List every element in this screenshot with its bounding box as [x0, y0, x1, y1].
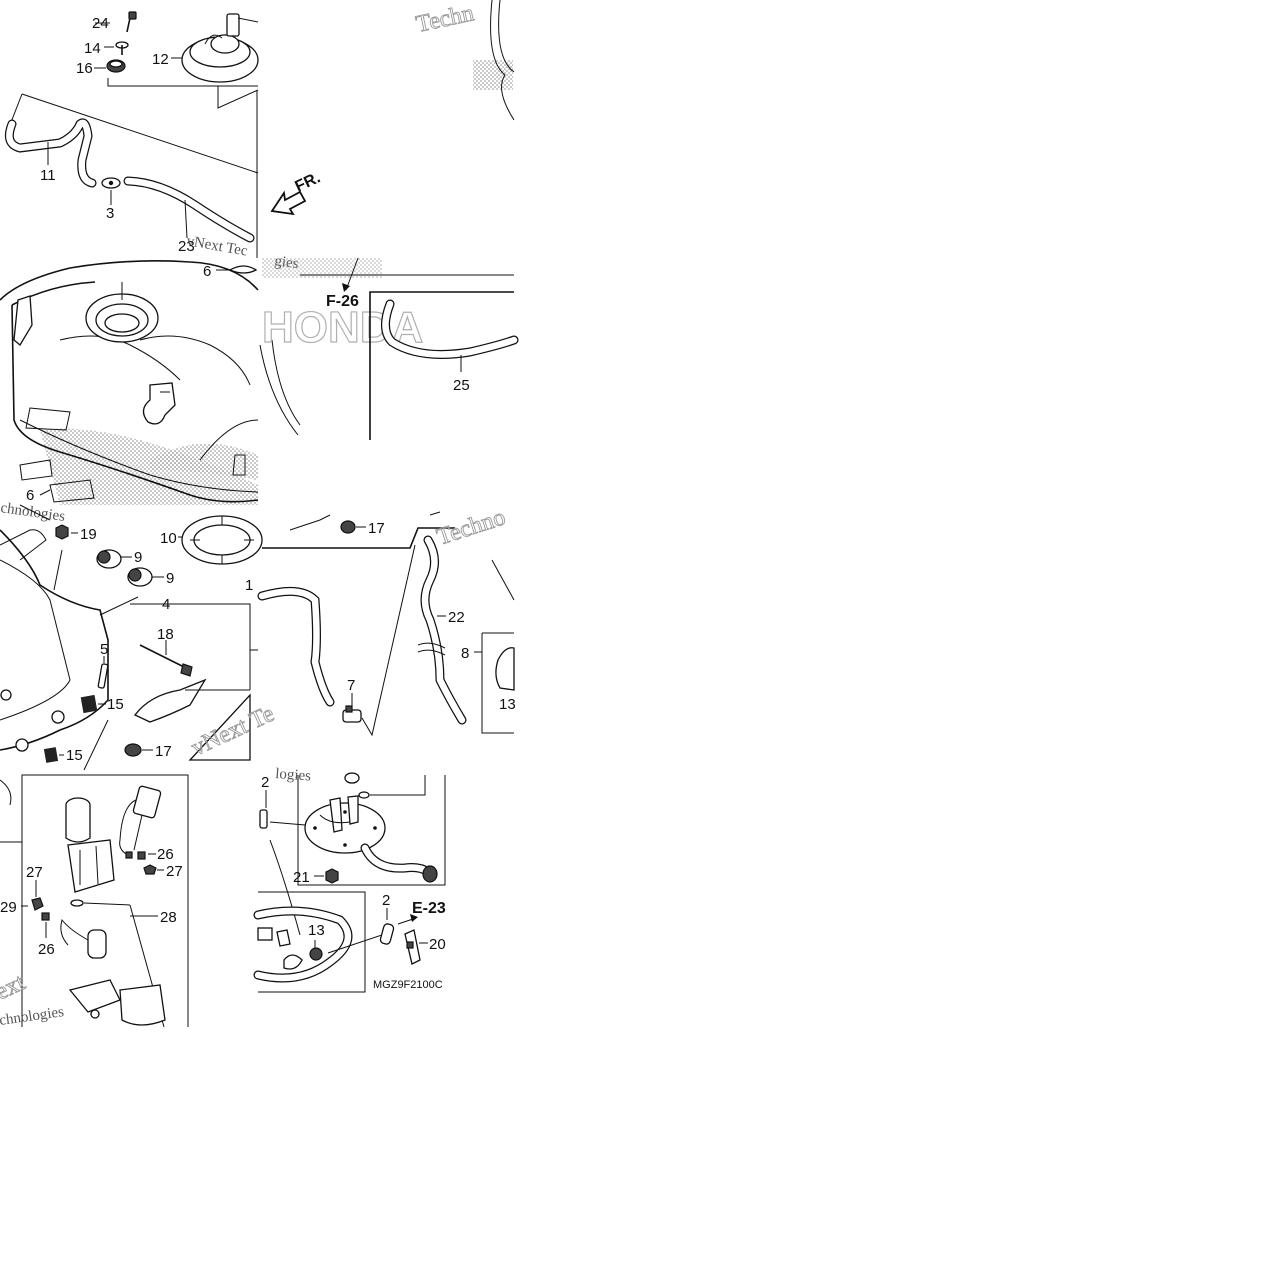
panel-tank-bottom: 19 10 9 9 4 18 5 15 15 17 1 vNext Te: [0, 504, 279, 771]
pad-15-part: [43, 694, 98, 763]
callout-2-bottom: 2: [382, 892, 390, 909]
screw-27-part: [143, 864, 157, 875]
ref-e23: E-23: [412, 900, 446, 917]
callout-16: 16: [76, 60, 93, 77]
bolt-24-part: [126, 11, 137, 33]
callout-17-left: 17: [155, 743, 172, 760]
filler-neck-part: [85, 282, 159, 343]
callout-25: 25: [453, 377, 470, 394]
front-direction-arrow-icon: FR.: [270, 169, 324, 216]
hose-25-part: [381, 299, 519, 359]
callout-22: 22: [448, 609, 465, 626]
fuel-cap-12-part: [181, 13, 259, 83]
clip-26-part: [137, 851, 146, 860]
callout-28: 28: [160, 909, 177, 926]
screw-27-left-part: [31, 897, 44, 911]
front-label: FR.: [293, 169, 324, 195]
callout-6-bottom: 6: [26, 487, 34, 504]
watermark-techno: Techno: [434, 504, 509, 550]
gasket-10-part: [181, 515, 263, 565]
callout-15-bottom: 15: [66, 747, 83, 764]
panel-fuel-cap-hoses: 24 14 16 12 11 3 23 vNext Tec: [4, 11, 259, 260]
callout-7: 7: [347, 677, 355, 694]
screw-14-part: [115, 41, 129, 55]
fuel-pump-body-part: [65, 797, 115, 893]
callout-5: 5: [100, 641, 108, 658]
callout-6-top: 6: [203, 263, 211, 280]
clip-3-part: [101, 177, 121, 189]
clip-6-part: [228, 265, 258, 274]
callout-26-right: 26: [157, 846, 174, 863]
panel-fuel-tank: 6 6 gies chnologies: [0, 253, 301, 525]
panel-breather-hose: Techn FR.: [270, 0, 515, 216]
diagram-code: MGZ9F2100C: [373, 979, 443, 991]
bolt-18-part: [139, 644, 193, 677]
grommet-17-right-part: [340, 520, 356, 534]
panel-pump-flange: logies 2 21: [253, 766, 446, 993]
callout-12: 12: [152, 51, 169, 68]
pump-flange-part: [304, 795, 386, 854]
hose-11-part: [4, 118, 97, 188]
callout-26-left: 26: [38, 941, 55, 958]
callout-3: 3: [106, 205, 114, 222]
callout-10: 10: [160, 530, 177, 547]
grommet-17-part: [124, 743, 142, 757]
callout-23: 23: [178, 238, 195, 255]
callout-11: 11: [40, 167, 56, 184]
callout-17-right: 17: [368, 520, 385, 537]
callout-4: 4: [162, 596, 170, 613]
callout-27-right: 27: [166, 863, 183, 880]
spacer-5-part: [97, 663, 109, 689]
ref-f26: F-26: [326, 293, 359, 310]
callout-13-bottom: 13: [308, 922, 325, 939]
watermark-logies: logies: [275, 766, 312, 784]
hose-23-part: [123, 176, 255, 243]
watermark-chnologies-a: chnologies: [0, 500, 66, 525]
callout-21: 21: [293, 869, 310, 886]
return-hose-part: [257, 586, 335, 707]
clip-13-part: [309, 947, 323, 961]
collar-16-part: [106, 59, 126, 73]
watermark-techn: Techn: [414, 0, 476, 38]
callout-24: 24: [92, 15, 109, 32]
callout-29: 29: [0, 899, 17, 916]
callout-18: 18: [157, 626, 174, 643]
callout-1: 1: [245, 577, 253, 594]
callout-2-top: 2: [261, 774, 269, 791]
callout-8: 8: [461, 645, 469, 662]
callout-19: 19: [80, 526, 97, 543]
watermark-ext: ext: [0, 969, 29, 1005]
fuel-level-sender-part: [119, 785, 162, 859]
callout-14: 14: [84, 40, 101, 57]
fuel-pump-lower-part: [60, 918, 166, 1026]
callout-9-top: 9: [134, 549, 142, 566]
callout-13-top: 13: [499, 696, 516, 713]
panel-fuel-pump: 26 27 28 27 29 26 ext chnologies: [0, 774, 189, 1029]
tank-bracket-part: [142, 382, 176, 425]
o-ring-28-part: [70, 899, 84, 907]
panel-fuel-hoses: 17 Techno 22 7 8 13: [257, 504, 516, 737]
fitting-7-part: [342, 705, 362, 723]
callout-20: 20: [429, 936, 446, 953]
callout-15-top: 15: [107, 696, 124, 713]
callout-9-bottom: 9: [166, 570, 174, 587]
hose-22-part: [417, 535, 467, 725]
clamp-2-bottom-part: [379, 923, 395, 945]
panel-f26-hose: HONDA F-26 25: [261, 257, 519, 440]
clip-26-left-part: [41, 912, 50, 921]
collar-9-part: [96, 549, 153, 587]
watermark-chnologies-b: chnologies: [0, 1004, 65, 1029]
nut-21-part: [325, 868, 339, 884]
nut-19-part: [55, 524, 69, 540]
clamp-2-top-part: [259, 809, 268, 829]
callout-27-left: 27: [26, 864, 43, 881]
